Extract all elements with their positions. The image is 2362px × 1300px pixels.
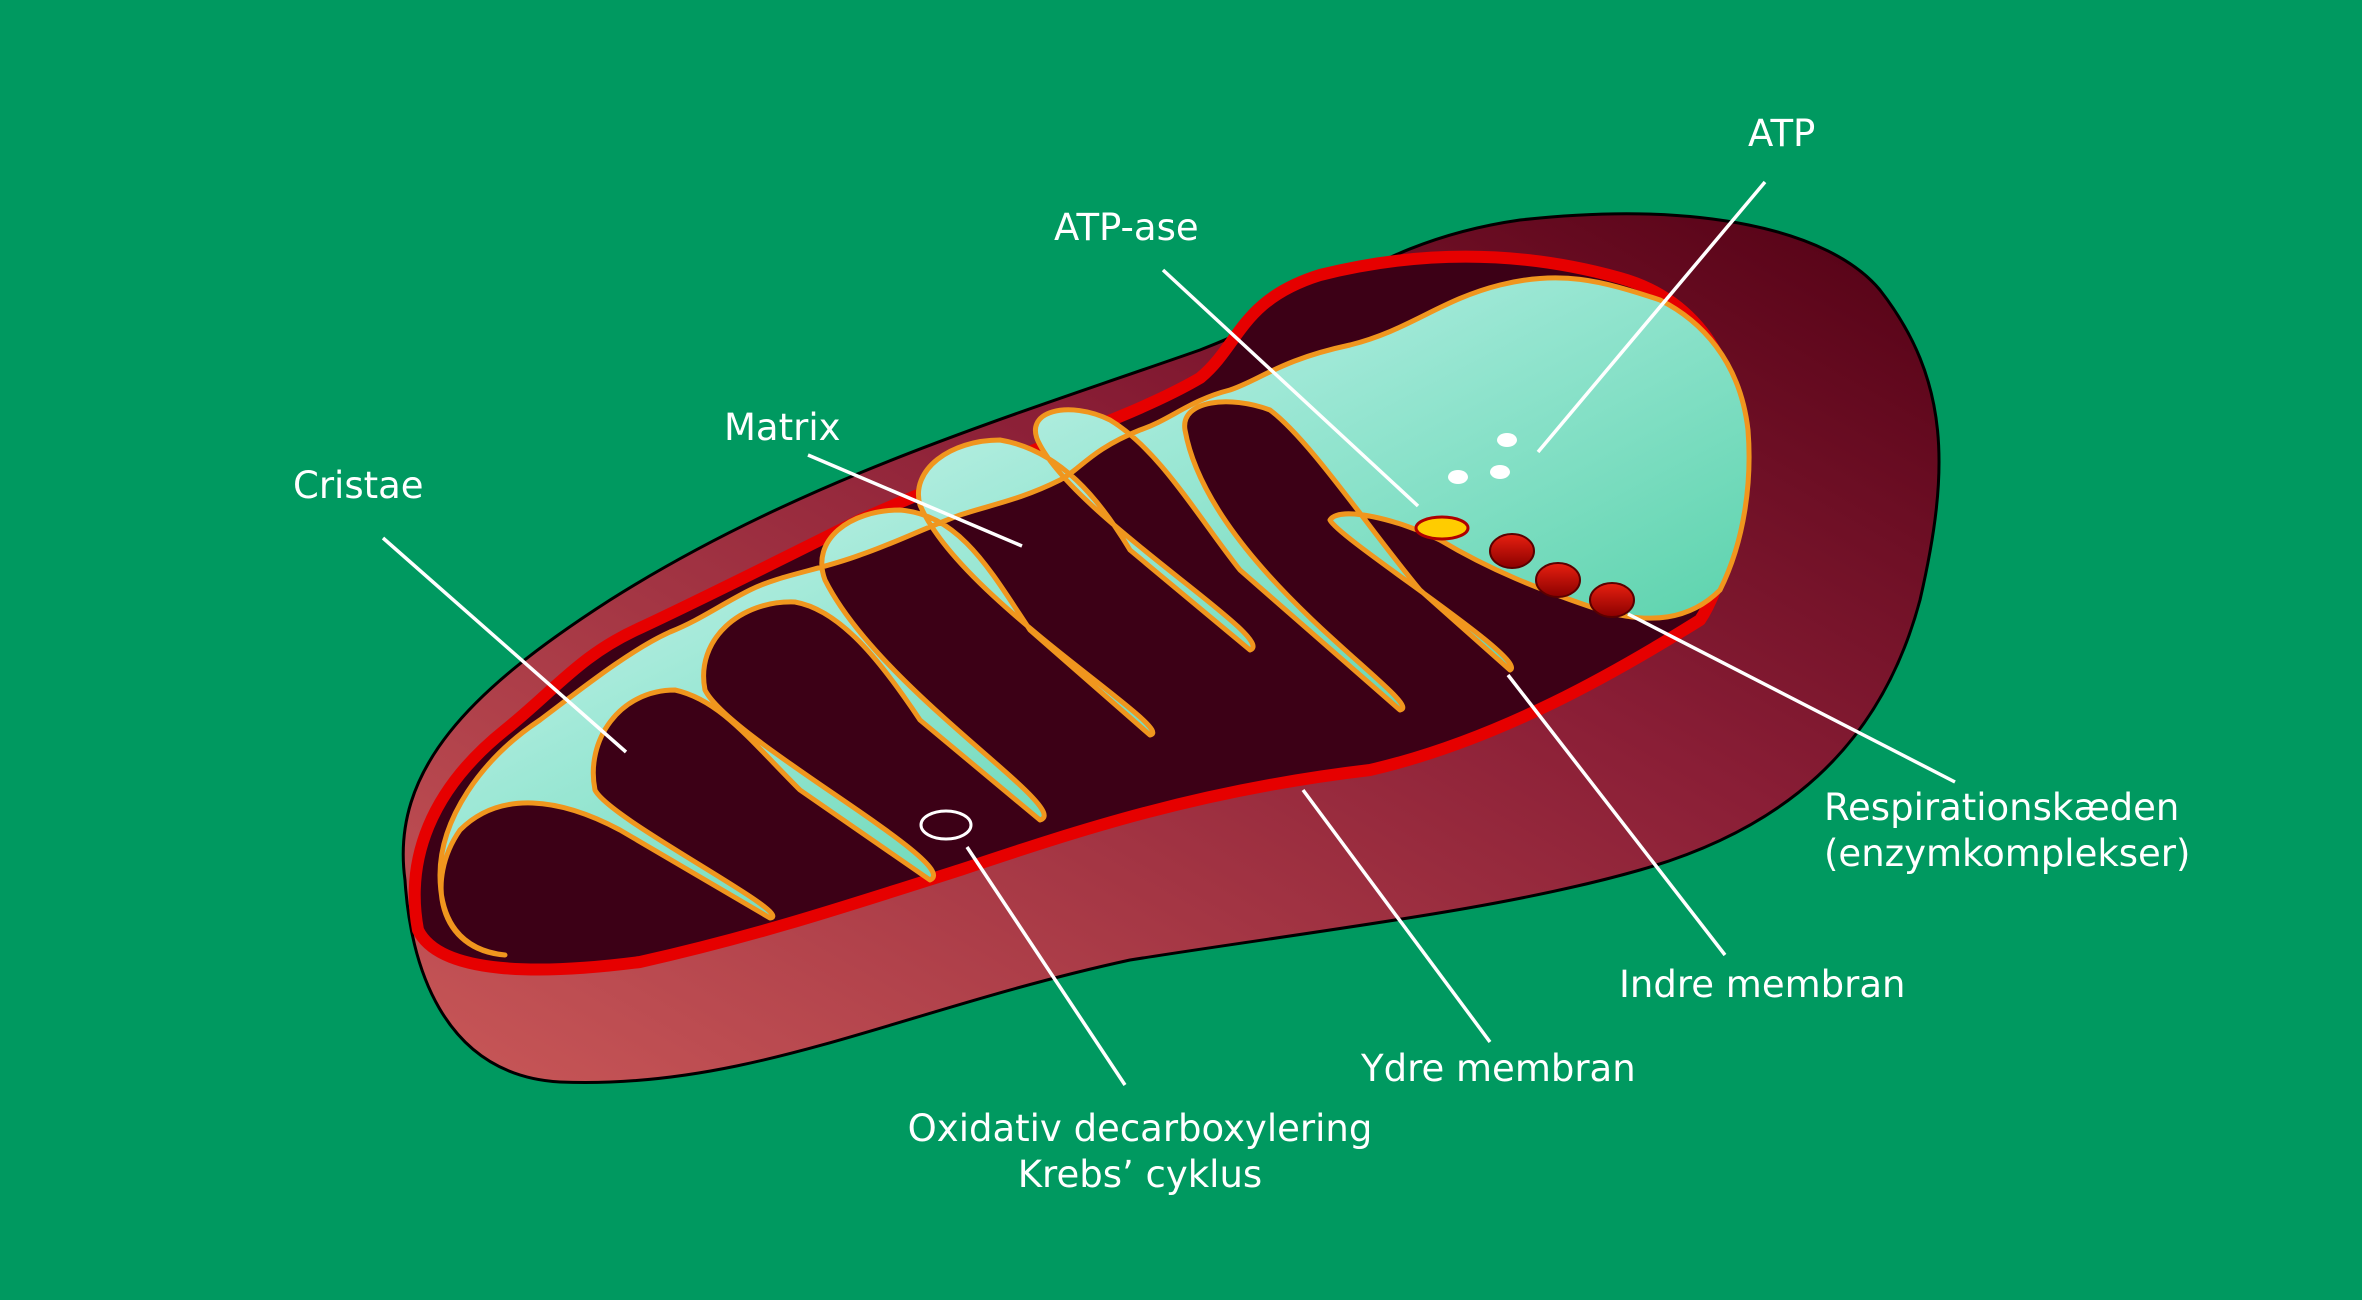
leader-atp-ase xyxy=(1161,268,1420,508)
label-respiration-chain: Respirationskæden (enzymkomplekser) xyxy=(1824,785,2190,877)
krebs-line-2: Krebs’ cyklus xyxy=(1017,1153,1263,1196)
enzyme-complex-1 xyxy=(1489,533,1535,569)
label-krebs: Oxidativ decarboxylering Krebs’ cyklus xyxy=(900,1106,1380,1198)
label-atp: ATP xyxy=(1748,112,1816,155)
label-cristae: Cristae xyxy=(293,464,424,507)
leader-outer-membrane xyxy=(1301,788,1492,1044)
inner-membrane-matrix xyxy=(437,275,1752,958)
leader-lines xyxy=(381,180,1956,1086)
atp-ase-complex xyxy=(1414,515,1470,541)
atp-molecule-1 xyxy=(1448,470,1468,484)
leader-matrix xyxy=(807,453,1023,548)
respiration-line-2: (enzymkomplekser) xyxy=(1824,832,2191,875)
label-inner-membrane: Indre membran xyxy=(1619,963,1906,1006)
leader-cristae xyxy=(381,536,628,754)
leader-krebs xyxy=(965,846,1127,1086)
respiration-line-1: Respirationskæden xyxy=(1824,786,2180,829)
label-atp-ase: ATP-ase xyxy=(1054,206,1199,249)
leader-inner-membrane xyxy=(1506,673,1727,957)
atp-molecule-3 xyxy=(1497,433,1517,447)
krebs-line-1: Oxidativ decarboxylering xyxy=(907,1107,1373,1150)
leader-respiration xyxy=(1627,612,1956,784)
enzyme-complex-3 xyxy=(1589,582,1635,618)
atp-molecule-2 xyxy=(1490,465,1510,479)
enzyme-complex-2 xyxy=(1535,562,1581,598)
label-matrix: Matrix xyxy=(724,406,841,449)
krebs-marker xyxy=(919,809,973,841)
label-outer-membrane: Ydre membran xyxy=(1361,1047,1636,1090)
leader-atp xyxy=(1536,180,1767,454)
